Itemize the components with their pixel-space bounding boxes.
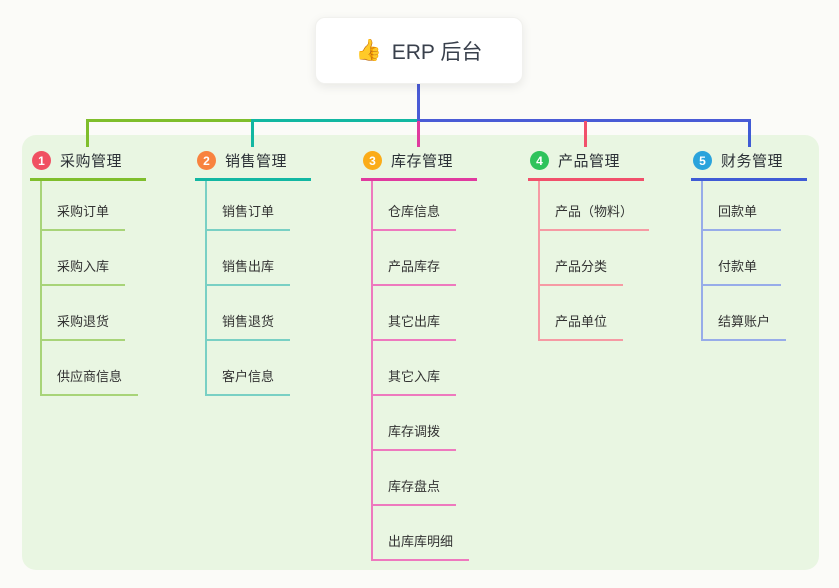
- mindmap-child-item[interactable]: 仓库信息: [373, 181, 457, 231]
- drop-line-4: [584, 121, 587, 147]
- branch-header[interactable]: 1 采购管理: [30, 146, 146, 181]
- mindmap-child-item[interactable]: 其它入库: [373, 341, 457, 396]
- mindmap-child-item[interactable]: 其它出库: [373, 286, 457, 341]
- mindmap-child-item[interactable]: 销售订单: [207, 181, 291, 231]
- bus-line-segment-2: [251, 119, 420, 122]
- branch-number-badge: 5: [693, 151, 712, 170]
- root-stem-line: [417, 84, 420, 122]
- branch-finance: 5 财务管理 回款单付款单结算账户: [691, 146, 807, 341]
- branch-children-list: 采购订单采购入库采购退货供应商信息: [40, 181, 139, 396]
- mindmap-child-item[interactable]: 产品分类: [540, 231, 624, 286]
- drop-line-5: [748, 121, 751, 147]
- mindmap-child-item[interactable]: 采购订单: [42, 181, 126, 231]
- branch-product: 4 产品管理 产品（物料）产品分类产品单位: [528, 146, 650, 341]
- mindmap-child-item[interactable]: 付款单: [703, 231, 781, 286]
- mindmap-child-item[interactable]: 产品库存: [373, 231, 457, 286]
- bus-line-segment-1: [86, 119, 254, 122]
- mindmap-child-item[interactable]: 客户信息: [207, 341, 291, 396]
- branch-children-list: 产品（物料）产品分类产品单位: [538, 181, 650, 341]
- branch-label: 产品管理: [558, 153, 621, 170]
- mindmap-child-item[interactable]: 产品（物料）: [540, 181, 650, 231]
- root-node[interactable]: 👍 ERP 后台: [315, 17, 523, 84]
- mindmap-child-item[interactable]: 采购入库: [42, 231, 126, 286]
- branch-label: 库存管理: [391, 153, 454, 170]
- drop-line-2: [251, 121, 254, 147]
- branch-number-badge: 3: [363, 151, 382, 170]
- branch-label: 销售管理: [225, 153, 288, 170]
- mindmap-child-item[interactable]: 采购退货: [42, 286, 126, 341]
- mindmap-child-item[interactable]: 销售出库: [207, 231, 291, 286]
- branch-children-list: 销售订单销售出库销售退货客户信息: [205, 181, 291, 396]
- mindmap-child-item[interactable]: 回款单: [703, 181, 781, 231]
- thumbs-up-icon: 👍: [355, 39, 382, 62]
- mindmap-child-item[interactable]: 库存调拨: [373, 396, 457, 451]
- branch-purchase: 1 采购管理 采购订单采购入库采购退货供应商信息: [30, 146, 146, 396]
- branch-header[interactable]: 3 库存管理: [361, 146, 477, 181]
- drop-line-3: [417, 121, 420, 147]
- mindmap-child-item[interactable]: 供应商信息: [42, 341, 139, 396]
- branch-children-list: 回款单付款单结算账户: [701, 181, 787, 341]
- branch-number-badge: 2: [197, 151, 216, 170]
- branch-label: 采购管理: [60, 153, 123, 170]
- mindmap-child-item[interactable]: 产品单位: [540, 286, 624, 341]
- branch-sales: 2 销售管理 销售订单销售出库销售退货客户信息: [195, 146, 311, 396]
- mindmap-panel: [22, 135, 819, 570]
- branch-header[interactable]: 2 销售管理: [195, 146, 311, 181]
- branch-label: 财务管理: [721, 153, 784, 170]
- branch-number-badge: 4: [530, 151, 549, 170]
- branch-inventory: 3 库存管理 仓库信息产品库存其它出库其它入库库存调拨库存盘点出库库明细: [361, 146, 477, 561]
- drop-line-1: [86, 121, 89, 147]
- mindmap-child-item[interactable]: 库存盘点: [373, 451, 457, 506]
- bus-line-segment-3: [417, 119, 751, 122]
- mindmap-child-item[interactable]: 出库库明细: [373, 506, 470, 561]
- root-node-label: ERP 后台: [391, 40, 483, 64]
- branch-header[interactable]: 5 财务管理: [691, 146, 807, 181]
- branch-children-list: 仓库信息产品库存其它出库其它入库库存调拨库存盘点出库库明细: [371, 181, 470, 561]
- mindmap-child-item[interactable]: 销售退货: [207, 286, 291, 341]
- mindmap-child-item[interactable]: 结算账户: [703, 286, 787, 341]
- branch-header[interactable]: 4 产品管理: [528, 146, 644, 181]
- branch-number-badge: 1: [32, 151, 51, 170]
